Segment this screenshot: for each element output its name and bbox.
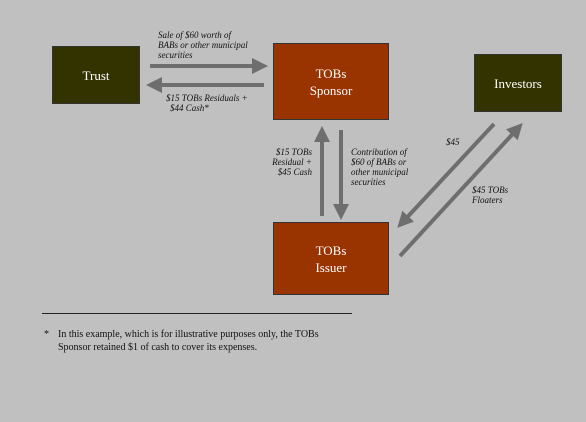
label-line: securities [351, 177, 386, 187]
label-sponsor-to-trust: $15 TOBs Residuals + $44 Cash* [166, 93, 248, 113]
tobs-sponsor-box: TOBs Sponsor [273, 43, 389, 120]
label-line: BABs or other municipal [158, 40, 248, 50]
footnote-text: In this example, which is for illustrati… [58, 329, 319, 353]
trust-box: Trust [52, 46, 140, 104]
label-line: Floaters [472, 195, 503, 205]
investors-box: Investors [474, 54, 562, 112]
label-line: $44 Cash* [170, 103, 209, 113]
sponsor-label-line2: Sponsor [309, 82, 353, 98]
trust-label: Trust [82, 67, 110, 83]
investors-label: Investors [494, 75, 542, 91]
label-line: $45 Cash [277, 167, 312, 177]
label-issuer-to-investors: $45 TOBs Floaters [472, 185, 508, 205]
label-line: $60 of BABs or [351, 157, 407, 167]
issuer-label-line2: Issuer [315, 259, 347, 275]
arrow-investors-to-issuer [397, 122, 496, 228]
footnote-marker: * [44, 329, 49, 340]
label-line: $45 TOBs [472, 185, 509, 195]
label-line: securities [158, 50, 193, 60]
label-line: Sale of $60 worth of [158, 30, 232, 40]
label-trust-to-sponsor: Sale of $60 worth of BABs or other munic… [158, 30, 248, 60]
label-issuer-to-sponsor: $15 TOBs Residual + $45 Cash [256, 147, 312, 177]
label-line: Residual + [272, 157, 312, 167]
footnote: * In this example, which is for illustra… [44, 328, 344, 354]
label-line: $45 [446, 137, 460, 147]
label-sponsor-to-issuer: Contribution of $60 of BABs or other mun… [351, 147, 408, 187]
sponsor-label-line1: TOBs [315, 65, 347, 81]
arrow-issuer-to-investors [398, 123, 523, 258]
label-line: other municipal [351, 167, 409, 177]
issuer-label-line1: TOBs [315, 242, 347, 258]
footnote-divider [42, 313, 352, 314]
label-line: Contribution of [351, 147, 407, 157]
label-line: $15 TOBs Residuals + [166, 93, 248, 103]
label-investors-to-issuer: $45 [446, 137, 460, 147]
label-line: $15 TOBs [275, 147, 312, 157]
tobs-issuer-box: TOBs Issuer [273, 222, 389, 295]
